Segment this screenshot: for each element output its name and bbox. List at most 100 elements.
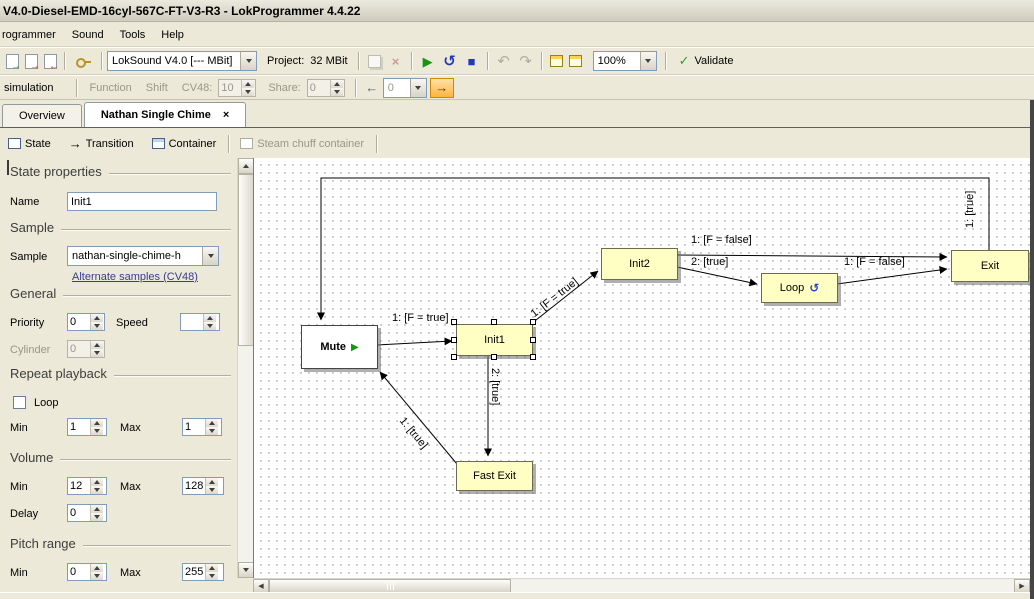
spin-up-icon[interactable] xyxy=(206,478,218,486)
dropdown-icon[interactable] xyxy=(240,52,256,70)
repeat-max-input[interactable] xyxy=(183,419,205,435)
spin-up-icon[interactable] xyxy=(206,419,218,427)
undo-button[interactable]: ↶ xyxy=(493,51,515,71)
repeat-min-spinner[interactable] xyxy=(67,418,107,436)
spin-up-icon[interactable] xyxy=(91,564,103,572)
alternate-samples-link[interactable]: Alternate samples (CV48) xyxy=(72,271,198,283)
sample-select[interactable]: nathan-single-chime-h xyxy=(67,246,219,266)
transition-label[interactable]: 2: [true] xyxy=(489,368,501,408)
restart-simulation-button[interactable]: ↺ xyxy=(439,51,461,71)
speed-spinner[interactable] xyxy=(180,313,220,331)
scroll-thumb[interactable] xyxy=(238,174,254,346)
tab-overview[interactable]: Overview xyxy=(2,104,82,127)
delete-icon[interactable]: × xyxy=(385,51,407,71)
volume-min-spinner[interactable] xyxy=(67,477,107,495)
repeat-max-spinner[interactable] xyxy=(182,418,222,436)
spin-down-icon[interactable] xyxy=(91,427,103,435)
play-simulation-button[interactable]: ▶ xyxy=(417,51,439,71)
key-icon[interactable] xyxy=(75,53,92,69)
loop-checkbox[interactable] xyxy=(13,396,26,409)
redo-button[interactable]: ↷ xyxy=(515,51,537,71)
write-sound-icon[interactable]: ← xyxy=(44,54,57,69)
menu-help[interactable]: Help xyxy=(153,26,192,44)
spin-up-icon[interactable] xyxy=(91,314,103,322)
menu-sound[interactable]: Sound xyxy=(64,26,112,44)
zoom-select[interactable]: 100% xyxy=(593,51,657,71)
spin-down-icon[interactable] xyxy=(331,88,343,96)
share-input[interactable] xyxy=(308,80,330,96)
selection-handle[interactable] xyxy=(451,319,457,325)
name-input[interactable] xyxy=(67,192,217,211)
close-tab-icon[interactable]: × xyxy=(223,109,229,121)
container-tool[interactable]: Container xyxy=(169,138,217,150)
selection-handle[interactable] xyxy=(491,354,497,360)
step-back-button[interactable]: ← xyxy=(361,78,383,98)
transition-label[interactable]: 2: [true] xyxy=(691,256,728,268)
spin-down-icon[interactable] xyxy=(206,486,218,494)
scroll-up-button[interactable] xyxy=(238,158,254,174)
transition-init2-loop[interactable] xyxy=(677,267,757,284)
read-decoder-icon[interactable]: → xyxy=(6,54,19,69)
spin-up-icon[interactable] xyxy=(242,80,254,88)
scroll-thumb[interactable] xyxy=(269,579,511,593)
state-tool[interactable]: State xyxy=(25,138,51,150)
cv48-spinner[interactable] xyxy=(218,79,256,97)
state-node-init1-selected[interactable]: Init1 xyxy=(456,324,533,356)
volume-max-spinner[interactable] xyxy=(182,477,224,495)
selection-handle[interactable] xyxy=(530,319,536,325)
spin-up-icon[interactable] xyxy=(91,419,103,427)
write-decoder-icon[interactable]: → xyxy=(25,54,38,69)
dropdown-icon[interactable] xyxy=(202,247,218,265)
state-node-fast-exit[interactable]: Fast Exit xyxy=(456,461,533,491)
priority-spinner[interactable] xyxy=(67,313,105,331)
transition-fastexit-mute[interactable] xyxy=(380,372,457,464)
spin-up-icon[interactable] xyxy=(331,80,343,88)
cv48-input[interactable] xyxy=(219,80,241,96)
diagram-canvas[interactable]: 1: [F = true] 1: [F = true] 1: [F = fals… xyxy=(253,158,1030,578)
pitch-min-input[interactable] xyxy=(68,564,90,580)
spin-down-icon[interactable] xyxy=(242,88,254,96)
spin-down-icon[interactable] xyxy=(91,322,103,330)
speed-input[interactable] xyxy=(181,314,203,330)
state-node-mute[interactable]: Mute ▶ xyxy=(301,325,378,369)
selection-handle[interactable] xyxy=(530,354,536,360)
transition-label[interactable]: 1: [F = false] xyxy=(844,256,905,268)
spin-up-icon[interactable] xyxy=(206,564,218,572)
spin-down-icon[interactable] xyxy=(206,572,218,580)
share-spinner[interactable] xyxy=(307,79,345,97)
step-select[interactable]: 0 xyxy=(383,78,427,98)
volume-min-input[interactable] xyxy=(68,478,90,494)
scroll-down-button[interactable] xyxy=(238,562,254,578)
spin-down-icon[interactable] xyxy=(206,427,218,435)
spin-up-icon[interactable] xyxy=(91,505,103,513)
delay-input[interactable] xyxy=(68,505,90,521)
dropdown-icon[interactable] xyxy=(640,52,656,70)
scroll-left-button[interactable]: ◀ xyxy=(253,579,269,593)
transition-mute-init1[interactable] xyxy=(377,341,452,345)
device-select[interactable]: LokSound V4.0 [--- MBit] xyxy=(107,51,257,71)
pitch-max-spinner[interactable] xyxy=(182,563,224,581)
canvas-scrollbar[interactable]: ◀ ▶ xyxy=(253,578,1030,592)
spin-up-icon[interactable] xyxy=(204,314,216,322)
panel-scrollbar[interactable] xyxy=(237,158,253,578)
panel-splitter[interactable] xyxy=(7,160,9,175)
steam-chuff-container-tool[interactable]: Steam chuff container xyxy=(257,138,364,150)
menu-tools[interactable]: Tools xyxy=(112,26,154,44)
transition-tool[interactable]: Transition xyxy=(86,138,134,150)
transition-loop-exit[interactable] xyxy=(837,269,947,284)
selection-handle[interactable] xyxy=(451,354,457,360)
copy-icon[interactable] xyxy=(368,55,381,68)
repeat-min-input[interactable] xyxy=(68,419,90,435)
step-forward-button[interactable]: → xyxy=(430,78,454,98)
spin-up-icon[interactable] xyxy=(91,478,103,486)
state-node-init2[interactable]: Init2 xyxy=(601,248,678,280)
pitch-min-spinner[interactable] xyxy=(67,563,107,581)
spin-down-icon[interactable] xyxy=(91,486,103,494)
delay-spinner[interactable] xyxy=(67,504,107,522)
selection-handle[interactable] xyxy=(530,337,536,343)
tab-nathan-single-chime[interactable]: Nathan Single Chime × xyxy=(84,102,246,127)
transition-label[interactable]: 1: [F = true] xyxy=(392,312,449,324)
scroll-right-button[interactable]: ▶ xyxy=(1014,579,1030,593)
spin-down-icon[interactable] xyxy=(91,572,103,580)
tile-windows-icon[interactable] xyxy=(569,55,582,67)
